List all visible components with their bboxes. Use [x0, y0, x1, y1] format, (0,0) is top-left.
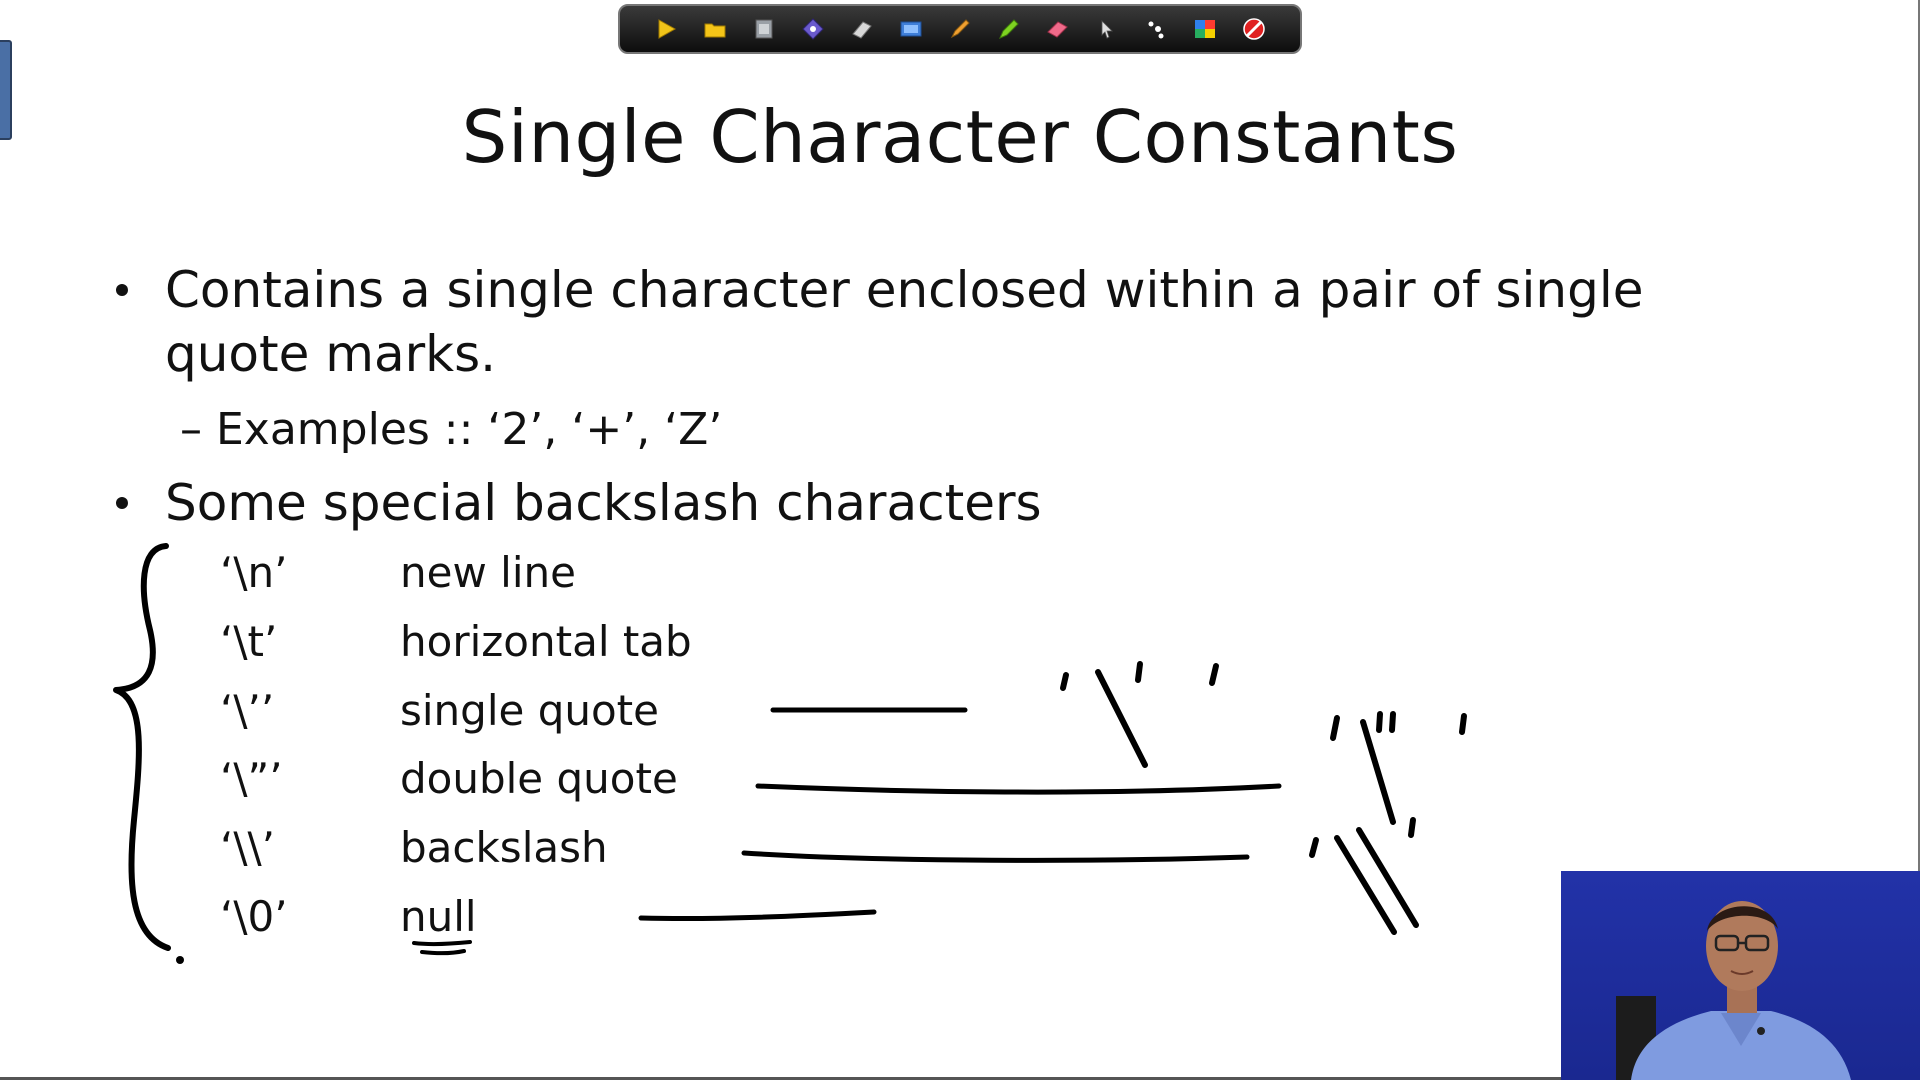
dots-icon[interactable] — [1142, 15, 1170, 43]
ink-line-backslash — [741, 850, 1250, 863]
ink-line-null — [638, 909, 877, 922]
escape-description: single quote — [400, 686, 659, 735]
book-icon[interactable] — [848, 15, 876, 43]
ink-dot — [176, 956, 184, 964]
escape-description: backslash — [400, 823, 608, 872]
ink-underline-null — [412, 940, 472, 947]
bottom-border — [0, 1077, 1920, 1080]
ink-brace — [113, 543, 171, 951]
film-icon[interactable] — [750, 15, 778, 43]
ink-handwritten-double-quote — [1330, 715, 1340, 741]
bullet-contains-single-character: Contains a single character enclosed wit… — [165, 261, 1644, 383]
eraser-icon[interactable] — [1044, 15, 1072, 43]
escape-code: ‘\t’ — [220, 617, 278, 666]
highlighter-icon[interactable] — [995, 15, 1023, 43]
escape-code: ‘\”’ — [220, 754, 283, 803]
stop-icon[interactable] — [1240, 15, 1268, 43]
play-arrow-icon[interactable] — [652, 15, 680, 43]
folder-icon[interactable] — [701, 15, 729, 43]
sub-bullet-dash: – — [180, 404, 202, 455]
bullet-marker — [116, 284, 128, 296]
examples-line: –Examples :: ‘2’, ‘+’, ‘Z’ — [180, 404, 722, 455]
pen-icon[interactable] — [946, 15, 974, 43]
side-panel-tab[interactable] — [0, 40, 12, 140]
pointer-icon[interactable] — [799, 15, 827, 43]
screen-icon[interactable] — [897, 15, 925, 43]
cursor-icon[interactable] — [1093, 15, 1121, 43]
escape-description: new line — [400, 548, 576, 597]
ink-handwritten-backslash — [1309, 837, 1319, 858]
ink-handwritten-single-quote — [1060, 672, 1069, 691]
escape-code: ‘\0’ — [220, 892, 288, 941]
presenter-video — [1561, 871, 1920, 1080]
escape-code: ‘\n’ — [220, 548, 288, 597]
ink-underline-null — [420, 949, 466, 956]
escape-code: ‘\’’ — [220, 686, 275, 735]
escape-description: double quote — [400, 754, 678, 803]
ink-line-double-quote — [755, 783, 1282, 795]
escape-code: ‘\\’ — [220, 823, 276, 872]
bullet-special-backslash-characters: Some special backslash characters — [165, 474, 1042, 532]
annotation-toolbar — [618, 4, 1302, 54]
examples-text: Examples :: ‘2’, ‘+’, ‘Z’ — [216, 404, 723, 455]
bullet-marker — [116, 497, 128, 509]
slide-title: Single Character Constants — [461, 95, 1459, 179]
color-palette-icon[interactable] — [1191, 15, 1219, 43]
escape-description: horizontal tab — [400, 617, 692, 666]
window-border — [1918, 0, 1920, 1080]
escape-description: null — [400, 892, 477, 941]
